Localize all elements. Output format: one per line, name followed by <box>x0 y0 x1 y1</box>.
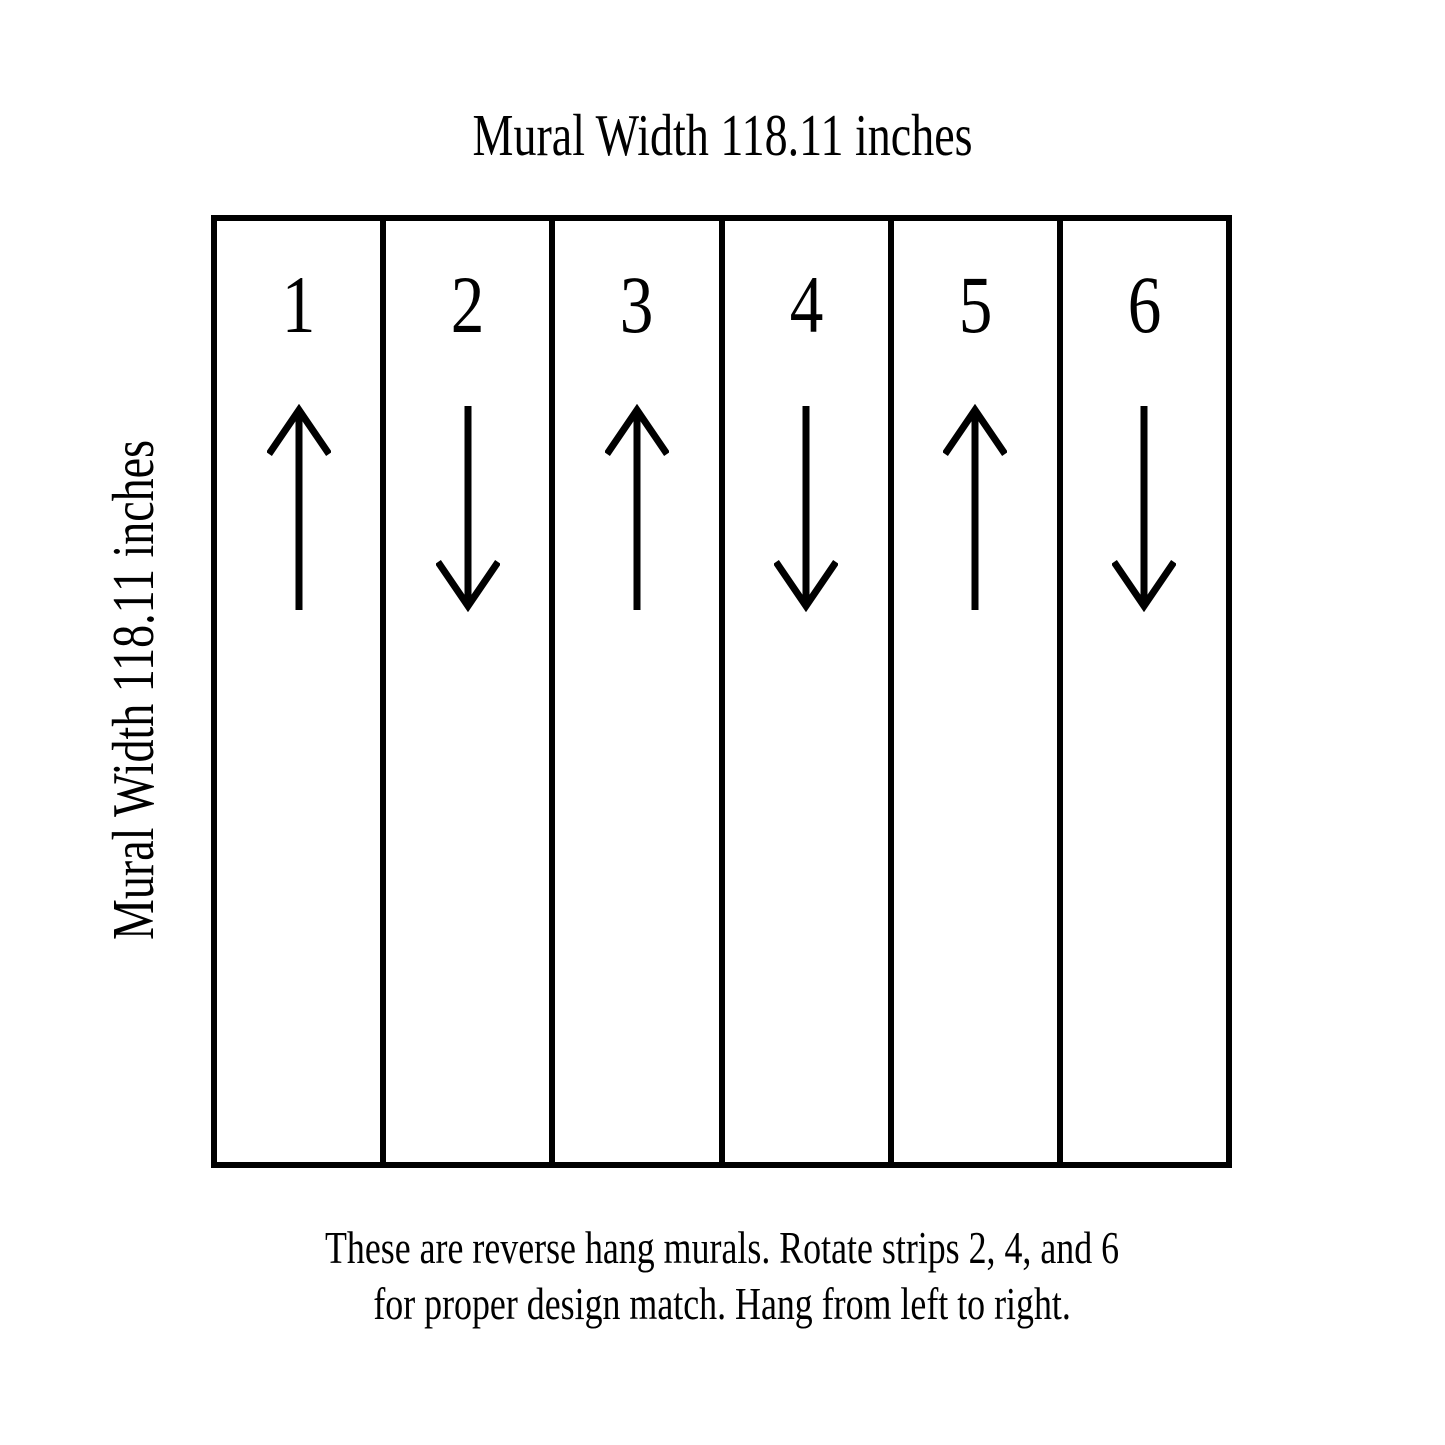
strip-number: 6 <box>1127 259 1162 350</box>
page-title: Mural Width 118.11 inches <box>0 100 1445 170</box>
strip-number: 2 <box>450 259 485 350</box>
strip-panel-4: 4 <box>725 221 894 1162</box>
strip-number: 5 <box>958 259 993 350</box>
strip-panel-5: 5 <box>894 221 1063 1162</box>
hanging-instructions: These are reverse hang murals. Rotate st… <box>0 1220 1445 1332</box>
arrow-down-icon <box>1112 406 1177 612</box>
mural-strip-grid: 1 2 3 4 <box>211 215 1232 1168</box>
strip-panel-2: 2 <box>386 221 556 1162</box>
page-title-text: Mural Width 118.11 inches <box>472 102 973 168</box>
arrow-up-icon <box>266 404 331 610</box>
caption-line-2: for proper design match. Hang from left … <box>373 1278 1072 1329</box>
strip-panel-6: 6 <box>1063 221 1226 1162</box>
arrow-down-icon <box>435 406 500 612</box>
arrow-down-icon <box>774 406 839 612</box>
caption-line-1: These are reverse hang murals. Rotate st… <box>325 1222 1120 1273</box>
strip-number: 3 <box>620 259 654 350</box>
strip-panel-1: 1 <box>217 221 387 1162</box>
arrow-up-icon <box>604 404 669 610</box>
strip-number: 4 <box>789 259 823 350</box>
vertical-axis-label-text: Mural Width 118.11 inches <box>100 439 166 941</box>
arrow-up-icon <box>943 404 1008 610</box>
strip-number: 1 <box>281 259 316 350</box>
strip-panel-3: 3 <box>555 221 725 1162</box>
